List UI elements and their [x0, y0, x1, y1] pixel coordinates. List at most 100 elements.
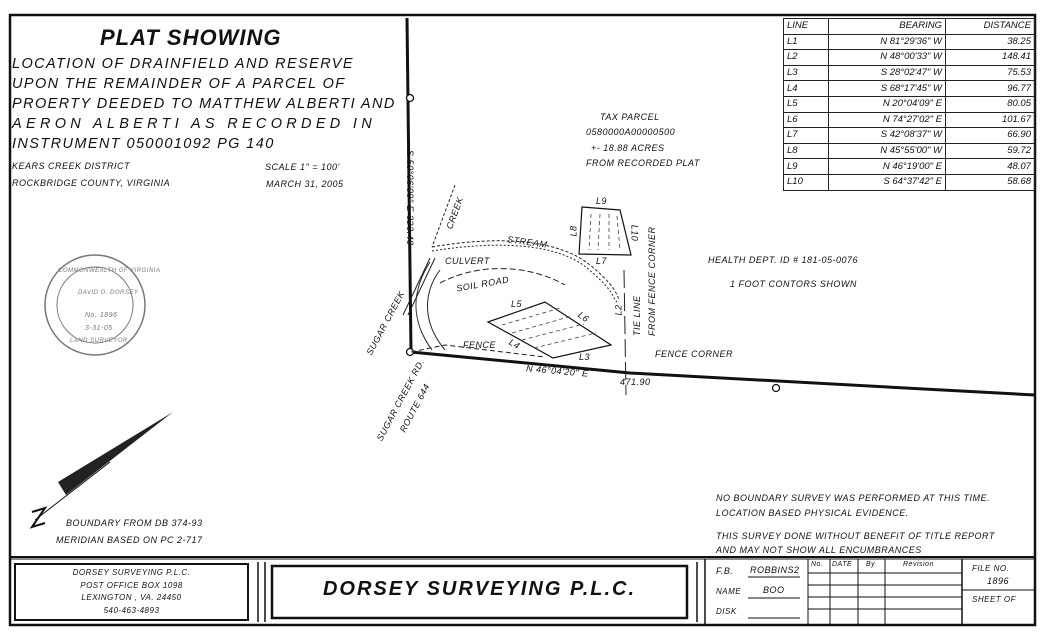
- seal-date: 3-31-05: [85, 325, 113, 332]
- date: MARCH 31, 2005: [266, 179, 344, 189]
- scale: SCALE 1" = 100': [265, 162, 340, 172]
- rev-revision-header: Revision: [903, 561, 934, 568]
- sheet-label: SHEET OF: [972, 595, 1017, 604]
- tie-line-label: TIE LINE: [632, 295, 642, 336]
- tax-parcel-label: TAX PARCEL: [600, 112, 660, 122]
- page-border: [8, 13, 1037, 627]
- seal-name: DAVID O. DORSEY: [78, 290, 139, 296]
- file-label: FILE NO.: [972, 564, 1010, 573]
- column-header: BEARING: [828, 18, 946, 35]
- tax-parcel-source: FROM RECORDED PLAT: [586, 158, 700, 168]
- county: ROCKBRIDGE COUNTY, VIRGINIA: [12, 178, 171, 188]
- contour-hatching: [501, 213, 621, 349]
- table-header-row: LINE BEARING DISTANCE: [783, 18, 1035, 35]
- stream-line: [431, 244, 618, 303]
- rev-by-header: By: [866, 561, 876, 568]
- stream-line: [431, 240, 621, 301]
- company-name: DORSEY SURVEYING P.L.C.: [322, 578, 637, 600]
- fence-line: [410, 344, 546, 358]
- company-box: [270, 564, 689, 620]
- l2-label: L2: [613, 304, 624, 316]
- distance-cell: 80.05: [945, 95, 1035, 113]
- l9-label: L9: [596, 196, 608, 206]
- bearing-cell: S 64°37'42" E: [828, 173, 946, 191]
- title-note-2: AND MAY NOT SHOW ALL ENCUMBRANCES: [716, 545, 922, 555]
- culvert-line: [407, 257, 436, 316]
- tax-parcel-id: 0580000A00000500: [586, 127, 676, 137]
- tie-line-label-2: FROM FENCE CORNER: [647, 226, 657, 337]
- soil-road: [439, 268, 566, 286]
- distance-cell: 75.53: [945, 64, 1035, 82]
- address-box: [14, 563, 249, 621]
- distance-cell: 59.72: [945, 142, 1035, 160]
- west-boundary-line: [405, 17, 413, 353]
- address-line: 540-463-4893: [103, 605, 160, 615]
- boundary-note: BOUNDARY FROM DB 374-93: [66, 518, 203, 528]
- sugar-creek-arc: [427, 269, 446, 351]
- distance-cell: 38.25: [945, 33, 1035, 51]
- l7-label: L7: [596, 256, 608, 266]
- bearing-cell: S 68°17'45" W: [828, 80, 946, 97]
- distance-cell: 148.41: [945, 49, 1035, 66]
- distance-cell: 58.68: [945, 173, 1035, 191]
- contours-note: 1 FOOT CONTORS SHOWN: [730, 279, 857, 289]
- address-block: DORSEY SURVEYING P.L.C. POST OFFICE BOX …: [15, 567, 248, 617]
- fence-label: FENCE: [463, 340, 497, 350]
- tie-line: [623, 269, 627, 396]
- bearing-cell: N 81°29'36" W: [828, 33, 946, 51]
- north-arrow-icon: [29, 412, 173, 529]
- south-boundary-line: [410, 350, 1036, 397]
- corner-marker: [771, 383, 781, 393]
- l5-label: L5: [511, 299, 523, 309]
- district: KEARS CREEK DISTRICT: [12, 161, 131, 171]
- fence-corner-label: FENCE CORNER: [655, 349, 734, 359]
- column-header: LINE: [783, 18, 829, 35]
- culvert-label: CULVERT: [445, 256, 490, 266]
- bearing-cell: S 28°02'47" W: [828, 64, 946, 82]
- creek-line: [431, 184, 456, 248]
- bearing-cell: N 48°00'33" W: [828, 49, 946, 66]
- fb-label: F.B.: [716, 566, 734, 576]
- name-label: NAME: [716, 587, 742, 596]
- distance-cell: 66.90: [945, 127, 1035, 144]
- distance-cell: 48.07: [945, 158, 1035, 175]
- rev-date-header: DATE: [832, 561, 853, 568]
- corner-marker: [405, 347, 415, 357]
- survey-note-2: LOCATION BASED PHYSICAL EVIDENCE.: [716, 508, 909, 518]
- seal-commonwealth: COMMONWEALTH OF VIRGINIA: [58, 268, 161, 274]
- description-line: PROERTY DEEDED TO MATTHEW ALBERTI AND: [12, 96, 396, 112]
- file-value: 1896: [987, 576, 1010, 586]
- line-cell: L3: [783, 64, 829, 82]
- culvert-line: [402, 257, 431, 316]
- survey-note-1: NO BOUNDARY SURVEY WAS PERFORMED AT THIS…: [716, 493, 991, 503]
- description-line: INSTRUMENT 050001092 PG 140: [12, 136, 275, 152]
- name-value: BOO: [763, 585, 785, 595]
- l8-label: L8: [568, 225, 579, 237]
- line-cell: L1: [783, 33, 829, 51]
- fb-value: ROBBINS2: [750, 565, 800, 575]
- address-line: DORSEY SURVEYING P.L.C.: [72, 568, 191, 577]
- bearing-cell: N 20°04'09" E: [828, 95, 946, 113]
- disk-label: DISK: [716, 607, 737, 616]
- meridian-note: MERIDIAN BASED ON PC 2-717: [56, 535, 203, 545]
- south-distance: 471.90: [620, 377, 651, 387]
- line-cell: L7: [783, 127, 829, 144]
- description-line: UPON THE REMAINDER OF A PARCEL OF: [12, 76, 346, 92]
- address-line: LEXINGTON , VA. 24450: [81, 593, 182, 602]
- plat-title: PLAT SHOWING: [100, 25, 282, 50]
- health-dept-id: HEALTH DEPT. ID # 181-05-0076: [708, 255, 859, 265]
- seal-role: LAND SURVEYOR: [70, 338, 128, 344]
- line-cell: L2: [783, 49, 829, 66]
- plat-description: LOCATION OF DRAINFIELD AND RESERVE UPON …: [12, 54, 396, 154]
- bearing-cell: N 46°19'00" E: [828, 158, 946, 175]
- line-cell: L4: [783, 80, 829, 97]
